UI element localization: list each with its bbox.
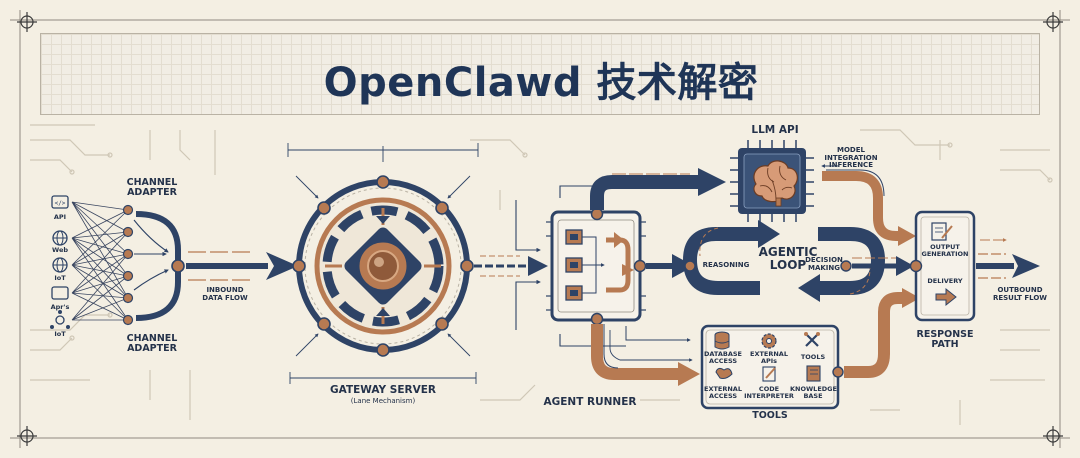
input-label-api: API [53,213,67,221]
llm-side-label: MODEL INTEGRATION INFERENCE [824,146,878,170]
response-box [909,210,976,322]
brain-icon [753,160,798,207]
gear-icon [761,333,777,349]
output-generation-label: OUTPUT GENERATION [921,243,969,259]
decision-making-label: DECISION MAKING [805,256,843,272]
corner-crosshairs [17,12,1063,446]
tool-label-database-access: DATABASE ACCESS [704,350,742,366]
frame [10,10,1070,448]
delivery-label: DELIVERY [927,277,963,285]
circuit-traces [30,124,1053,425]
tool-label-external-access: EXTERNAL ACCESS [704,385,742,401]
tool-icons [714,331,821,382]
input-label-web: Web [52,246,68,254]
gateway-subtitle: (Lane Mechanism) [350,397,416,405]
adapter-fan-arrows [133,219,169,291]
input-mesh-lines [71,201,129,321]
channel-adapter-bottom-label: CHANNEL ADAPTER [126,333,178,355]
code-interpreter-icon [762,366,776,382]
adapter-connectors [122,204,134,326]
response-path-label: RESPONSE PATH [916,329,974,351]
llm-to-output-arrow [821,164,916,246]
adapter-output-node [171,259,185,273]
input-label-aprs: Apr's [50,303,70,311]
runner-to-llm-arrow [590,168,726,210]
inbound-flow-arrow [186,251,298,281]
tools-title: TOOLS [752,410,788,421]
agentic-loop-title: AGENTIC LOOP [758,245,818,273]
gateway-dimension-lines [287,143,479,384]
outbound-flow-label: OUTBOUND RESULT FLOW [992,286,1048,302]
outbound-arrow [976,238,1040,279]
tools-return-lines [625,326,691,342]
runner-to-tools-arrow [591,324,700,386]
gateway-to-runner-arrow [474,255,548,277]
database-icon [714,331,730,350]
runner-to-loop-arrow [646,254,694,278]
reasoning-label: REASONING [702,261,750,269]
agentic-loop [682,220,886,302]
delivery-arrow-icon [935,287,957,307]
agent-runner-box [546,207,647,326]
tools-icon [804,332,820,347]
document-icon [931,222,953,241]
gateway-title: GATEWAY SERVER [330,384,436,396]
svg-text:</>: </> [55,200,66,207]
gateway-server [292,175,474,357]
knowledge-base-icon [806,365,821,382]
tool-label-tools: TOOLS [800,353,826,361]
tool-label-knowledge-base: KNOWLEDGE BASE [790,385,837,401]
tools-to-response-arrow [832,288,920,378]
input-label-iot: IoT [54,274,66,282]
inbound-flow-label: INBOUND DATA FLOW [202,286,248,302]
llm-api-label: LLM API [751,124,799,136]
input-icons: </> [50,195,70,329]
external-access-icon [715,367,733,379]
tool-label-external-apis: EXTERNAL APIs [750,350,788,366]
tool-label-code-interpreter: CODE INTERPRETER [744,385,794,401]
input-label-iot-2: IoT [54,330,66,338]
agent-runner-label: AGENT RUNNER [543,396,637,408]
loop-to-response-arrow [852,256,914,276]
page-title: OpenClawd 技术解密 [323,60,759,106]
channel-adapter-top-label: CHANNEL ADAPTER [126,177,178,199]
title-banner: OpenClawd 技术解密 [40,33,1040,115]
